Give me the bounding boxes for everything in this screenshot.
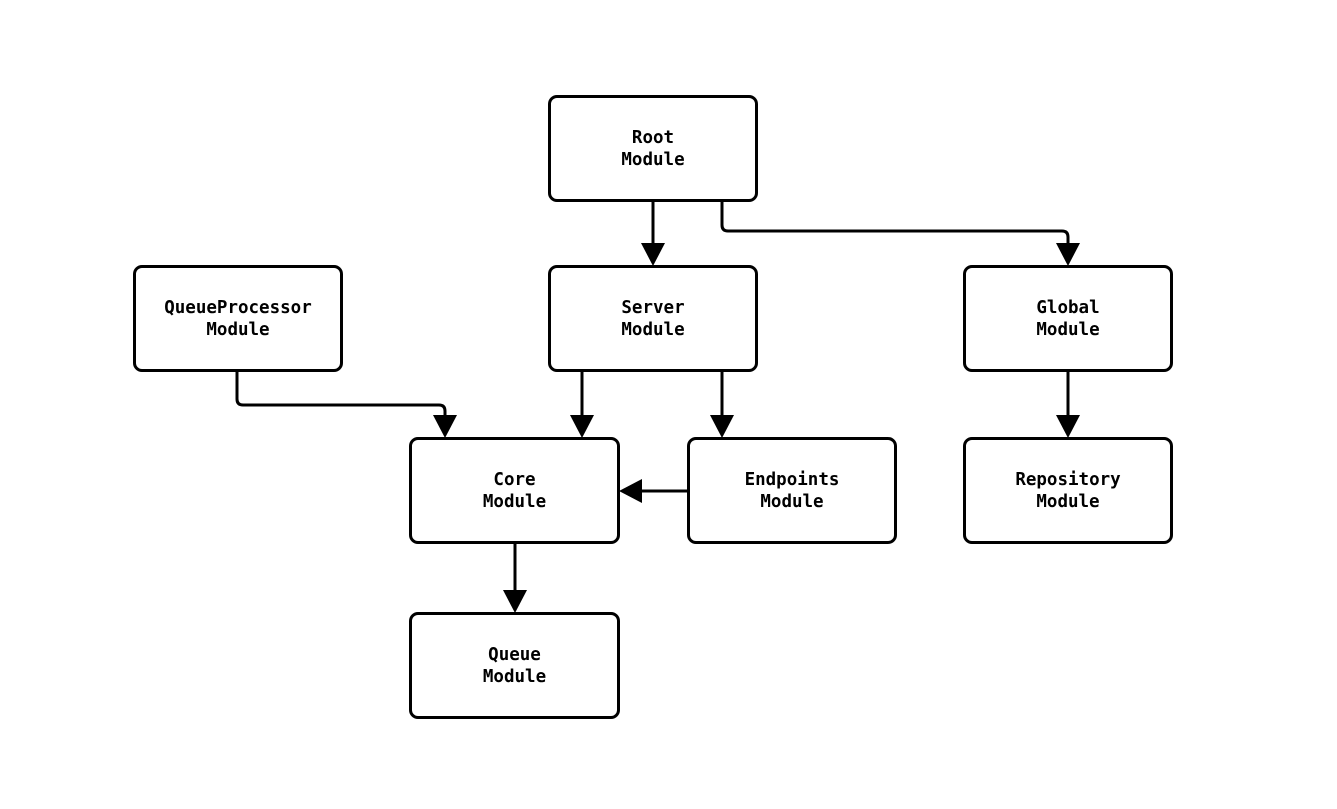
node-global-module-label: Global Module [1036, 297, 1100, 340]
node-server-module-label: Server Module [621, 297, 685, 340]
node-repository-module-label: Repository Module [1015, 469, 1121, 512]
edge-server-to-core [570, 372, 594, 438]
node-root-module-label: Root Module [621, 127, 685, 170]
edge-endpoints-to-core [619, 479, 687, 503]
edge-server-to-endpoints [710, 372, 734, 438]
node-global-module[interactable]: Global Module [963, 265, 1173, 372]
edge-queueprocessor-to-core [235, 372, 457, 438]
node-queue-module[interactable]: Queue Module [409, 612, 620, 719]
node-core-module[interactable]: Core Module [409, 437, 620, 544]
node-repository-module[interactable]: Repository Module [963, 437, 1173, 544]
node-core-module-label: Core Module [482, 469, 547, 512]
node-server-module[interactable]: Server Module [548, 265, 758, 372]
node-endpoints-module[interactable]: Endpoints Module [687, 437, 897, 544]
node-endpoints-module-label: Endpoints Module [744, 469, 840, 512]
edge-core-to-queue [503, 544, 527, 613]
edge-root-to-global [720, 202, 1080, 266]
node-queueprocessor-module-label: QueueProcessor Module [164, 297, 312, 340]
edge-global-to-repository [1056, 372, 1080, 438]
node-queue-module-label: Queue Module [482, 644, 547, 687]
edge-root-to-server [641, 202, 665, 266]
node-queueprocessor-module[interactable]: QueueProcessor Module [133, 265, 343, 372]
node-root-module[interactable]: Root Module [548, 95, 758, 202]
